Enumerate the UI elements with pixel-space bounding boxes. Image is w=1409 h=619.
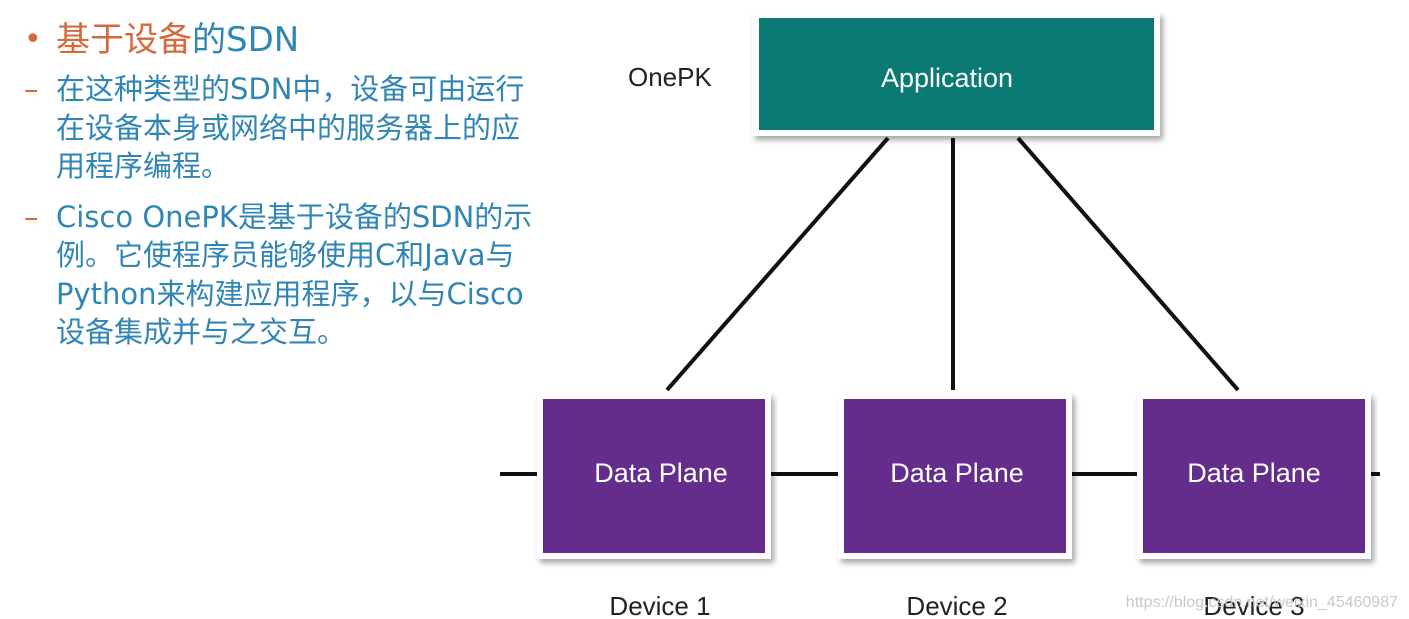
device-label: Device 3 xyxy=(1203,591,1304,619)
dash-mark: – xyxy=(24,72,39,106)
data-plane-label: Data Plane xyxy=(890,458,1024,488)
bullet-title: 基于设备的SDN xyxy=(56,18,299,62)
device-label: Device 1 xyxy=(609,591,710,619)
watermark: https://blog.csdn.net/weixin_45460987 xyxy=(1126,594,1398,611)
application-label: Application xyxy=(881,63,1013,93)
text-line: Python来构建应用程序，以与Cisco xyxy=(56,276,524,311)
sub-item-text: 在这种类型的SDN中，设备可由运行 在设备本身或网络中的服务器上的应 用程序编程… xyxy=(56,70,576,186)
text-line: 在这种类型的SDN中，设备可由运行 xyxy=(56,72,525,106)
sub-item-text: Cisco OnePK是基于设备的SDN的示 例。它使程序员能够使用C和Java… xyxy=(56,198,576,352)
text-line: 例。它使程序员能够使用C和Java与 xyxy=(56,238,515,272)
title-accent: 基于设备 xyxy=(56,20,192,60)
data-plane-box: Data Plane xyxy=(1137,393,1371,559)
text-line: 设备集成并与之交互。 xyxy=(56,315,347,349)
data-plane-label: Data Plane xyxy=(594,458,728,488)
text-line: Cisco OnePK是基于设备的SDN的示 xyxy=(56,199,533,234)
sub-item-2: – Cisco OnePK是基于设备的SDN的示 例。它使程序员能够使用C和Ja… xyxy=(24,198,584,352)
data-plane-label: Data Plane xyxy=(1187,458,1321,488)
dash-mark: – xyxy=(24,199,39,234)
text-line: 用程序编程。 xyxy=(56,149,231,183)
main-bullet: • 基于设备的SDN xyxy=(24,18,584,62)
title-rest: 的SDN xyxy=(192,20,300,60)
device-label: Device 2 xyxy=(906,591,1007,619)
bullet-mark: • xyxy=(24,22,42,57)
connector-line xyxy=(665,136,890,392)
application-box: Application xyxy=(752,12,1160,136)
text-line: 在设备本身或网络中的服务器上的应 xyxy=(56,110,521,145)
connector-line xyxy=(1016,136,1240,392)
data-plane-box: Data Plane xyxy=(838,393,1072,559)
sub-item-1: – 在这种类型的SDN中，设备可由运行 在设备本身或网络中的服务器上的应 用程序… xyxy=(24,70,584,186)
text-panel: • 基于设备的SDN – 在这种类型的SDN中，设备可由运行 在设备本身或网络中… xyxy=(24,18,584,364)
data-plane-box: Data Plane xyxy=(537,393,771,559)
onepk-label: OnePK xyxy=(628,62,712,92)
